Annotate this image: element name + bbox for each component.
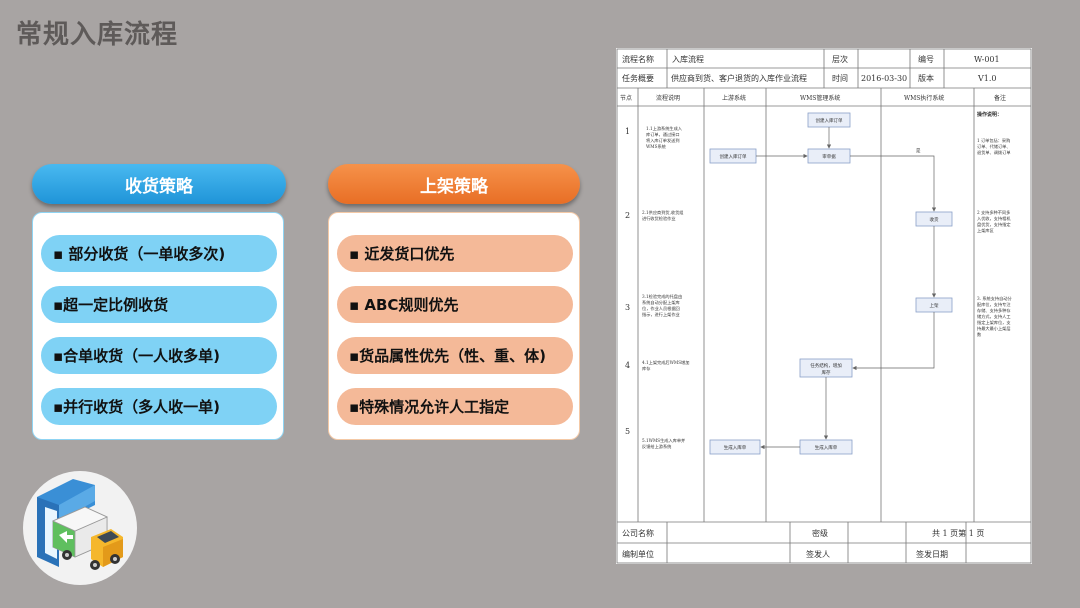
document-version: V1.0	[977, 74, 997, 83]
box-label: 创建入库订单	[720, 153, 747, 160]
box-label: 审单据	[822, 153, 836, 160]
time-label: 时间	[832, 73, 848, 83]
issuer-label: 签发人	[806, 549, 830, 559]
receiving-strategy-header: 收货策略	[32, 164, 286, 204]
step-description: 位，作业人员根据回	[642, 305, 680, 312]
receiving-item: ▪合单收货（一人收多单)	[41, 337, 277, 374]
remark-line: 指定上架库位，支	[977, 319, 1011, 326]
shelving-strategy-header: 上架策略	[328, 164, 580, 204]
step-description: 指示，进行上架作业	[642, 311, 680, 318]
column-header: 流程说明	[656, 94, 680, 102]
step-description: 5.1WMS生成入库单并	[642, 437, 685, 444]
remark-line: 上架库区	[977, 227, 994, 234]
row-number: 5	[625, 427, 630, 436]
column-header: 节点	[620, 94, 632, 102]
receiving-item: ▪超一定比例收货	[41, 286, 277, 323]
remark-line: 3. 系统支持自动分	[977, 295, 1012, 302]
step-description: 库存	[642, 365, 650, 372]
document-number: W-001	[974, 55, 1000, 64]
shelving-item: ▪ ABC规则优先	[337, 286, 573, 323]
row-number: 4	[625, 361, 630, 370]
remark-line: 退货单、调拨订单	[977, 149, 1011, 156]
issue-date-label: 签发日期	[916, 549, 948, 559]
row-number: 2	[625, 211, 630, 220]
secret-label: 密级	[812, 528, 828, 538]
page-indicator: 共 1 页第 1 页	[932, 528, 984, 538]
truck-warehouse-icon	[23, 471, 137, 585]
receiving-item: ▪ 部分收货（一单收多次)	[41, 235, 277, 272]
remarks-title: 操作说明：	[977, 111, 1002, 118]
step-description: 反馈给上游系统	[642, 443, 671, 450]
remark-line: 配库位，支持专注	[977, 301, 1011, 308]
version-label: 版本	[918, 73, 934, 83]
column-header: 备注	[994, 94, 1006, 102]
step-description: 库订单，通过接口	[646, 131, 680, 138]
flow-name: 入库流程	[672, 54, 704, 64]
unit-label: 编制单位	[622, 549, 654, 559]
box-label: 上架	[930, 302, 939, 309]
row-number: 3	[625, 303, 630, 312]
remark-line: 数	[977, 331, 982, 338]
company-label: 公司名称	[622, 528, 654, 538]
column-header: 上游系统	[722, 94, 746, 102]
remark-line: 入优收，支持相机	[977, 215, 1011, 222]
column-header: WMS管理系统	[800, 94, 840, 102]
column-header: WMS执行系统	[904, 94, 944, 102]
document-date: 2016-03-30	[861, 74, 907, 83]
remark-line: 1 订单包括：采购	[977, 137, 1010, 144]
step-description: 将入库订单发送到	[646, 137, 680, 144]
step-description: 2.1供应商到货,收货组	[642, 209, 684, 216]
step-description: 进行收货检验作业	[642, 215, 676, 222]
slide-title: 常规入库流程	[16, 20, 179, 50]
receiving-item: ▪并行收货（多人收一单)	[41, 388, 277, 425]
remark-line: 持最大最小上架层	[977, 325, 1011, 332]
step-description: 1.1上游系统生成入	[646, 125, 683, 132]
flow-name-label: 流程名称	[622, 54, 654, 64]
box-label: 创建入库订单	[816, 117, 843, 124]
overview-label: 任务概要	[622, 73, 654, 83]
shelving-item: ▪ 近发货口优先	[337, 235, 573, 272]
overview-text: 供应商到货、客户退货的入库作业流程	[671, 73, 807, 83]
flowchart-svg: 流程名称 入库流程 层次 编号 W-001 任务概要 供应商到货、客户退货的入库…	[616, 48, 1032, 564]
step-description: 系统自动分配上架库	[642, 299, 680, 306]
receiving-strategy-panel: ▪ 部分收货（一单收多次) ▪超一定比例收货 ▪合单收货（一人收多单) ▪并行收…	[32, 212, 284, 440]
number-label: 编号	[918, 54, 934, 64]
step-description: 4.1上架完成后WMS增加	[642, 359, 689, 366]
remark-line: 订单、代储订单、	[977, 143, 1011, 150]
remark-line: 盘优货，支持指定	[977, 221, 1011, 228]
shelving-item: ▪特殊情况允许人工指定	[337, 388, 573, 425]
remark-line: 存储、支持多种存	[977, 307, 1011, 314]
step-description: 3.1检验完成的托盘由	[642, 293, 682, 300]
remark-line: 储方式，支持人工	[977, 313, 1011, 320]
box-label: 库存	[822, 369, 831, 376]
box-label: 生成入库单	[815, 444, 838, 451]
upstream-receipt-box	[709, 439, 761, 455]
box-label: 任务结构，增加	[810, 362, 842, 369]
shelving-strategy-panel: ▪ 近发货口优先 ▪ ABC规则优先 ▪货品属性优先（性、重、体) ▪特殊情况允…	[328, 212, 580, 440]
shelving-item: ▪货品属性优先（性、重、体)	[337, 337, 573, 374]
box-label: 生成入库单	[724, 444, 747, 451]
remark-line: 2 支持多种不同多	[977, 209, 1010, 216]
level-label: 层次	[832, 54, 848, 64]
inbound-flowchart-document: 流程名称 入库流程 层次 编号 W-001 任务概要 供应商到货、客户退货的入库…	[616, 48, 1032, 564]
arrow-label: 是	[916, 148, 921, 154]
row-number: 1	[625, 127, 630, 136]
step-description: WMS系统	[646, 143, 666, 150]
box-label: 收货	[930, 216, 939, 223]
